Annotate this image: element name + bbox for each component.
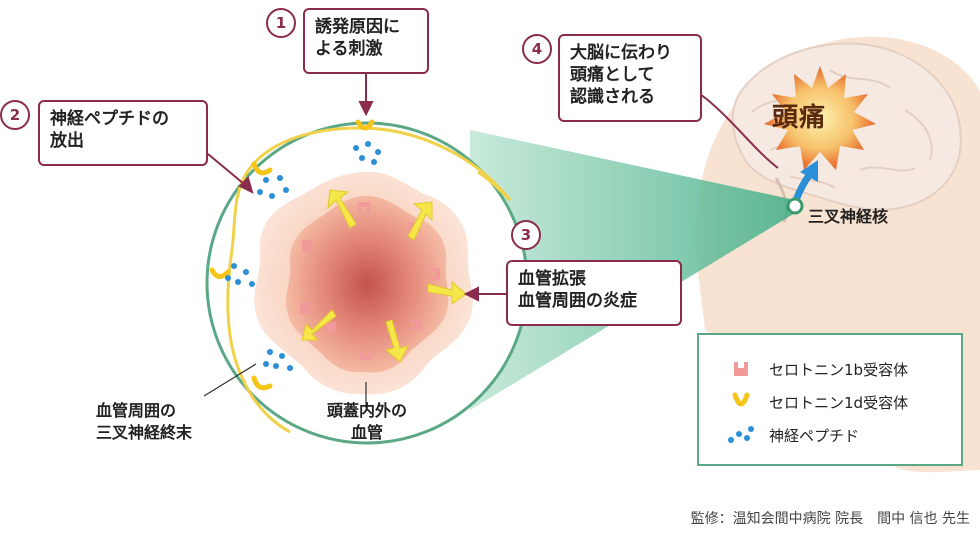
neuropeptide-dots-icon bbox=[727, 424, 755, 446]
callout-line: よる刺激 bbox=[315, 39, 383, 59]
supervisor-credit: 監修：温知会間中病院 院長 間中 信也 先生 bbox=[690, 511, 970, 527]
callout-brain-recognition: 大脳に伝わり 頭痛として 認識される bbox=[558, 34, 702, 122]
step-number-1: 1 bbox=[266, 8, 296, 38]
serotonin-1d-receptor-icon bbox=[727, 391, 755, 413]
legend-item-1b: セロトニン1b受容体 bbox=[727, 357, 908, 381]
legend-item-1d: セロトニン1d受容体 bbox=[727, 390, 908, 414]
serotonin-1b-receptor-icon bbox=[727, 358, 755, 380]
vessel-label-line: 血管 bbox=[350, 423, 383, 442]
step-number-2: 2 bbox=[0, 100, 30, 130]
callout-line: 血管周囲の炎症 bbox=[518, 291, 637, 311]
callout-neuropeptide-release: 神経ペプチドの 放出 bbox=[38, 100, 208, 166]
callout-line: 神経ペプチドの bbox=[50, 109, 169, 129]
headache-label: 頭痛 bbox=[772, 103, 827, 133]
serotonin-1d-receptor-icon bbox=[209, 119, 375, 391]
nerve-ending-label-line: 三叉神経終末 bbox=[96, 423, 193, 442]
trigeminal-nucleus-marker bbox=[786, 197, 804, 215]
legend-text: セロトニン1d受容体 bbox=[769, 393, 909, 412]
callout-vasodilation: 血管拡張 血管周囲の炎症 bbox=[506, 260, 682, 326]
legend-text: 神経ペプチド bbox=[769, 426, 860, 445]
trigeminal-nucleus-label: 三叉神経核 bbox=[808, 207, 889, 226]
callout-line: 頭痛として bbox=[570, 65, 655, 85]
step-number-3: 3 bbox=[511, 220, 541, 250]
step-number-4: 4 bbox=[522, 34, 552, 64]
callout-line: 誘発原因に bbox=[315, 17, 400, 37]
neuropeptide-dots-icon bbox=[225, 141, 381, 371]
nerve-ending-label: 血管周囲の 三叉神経終末 bbox=[96, 400, 192, 444]
legend-box: セロトニン1b受容体 セロトニン1d受容体 神経ペプチド bbox=[697, 333, 963, 466]
vessel-label-line: 頭蓋内外の bbox=[326, 401, 407, 420]
callout-trigger-stimulus: 誘発原因に よる刺激 bbox=[303, 8, 429, 74]
callout-line: 認識される bbox=[570, 87, 655, 107]
nerve-ending-label-line: 血管周囲の bbox=[96, 401, 177, 420]
legend-item-peptide: 神経ペプチド bbox=[727, 423, 859, 447]
trigeminal-nerve-fiber bbox=[477, 170, 512, 202]
callout-line: 放出 bbox=[50, 131, 84, 151]
headache-burst bbox=[764, 66, 876, 170]
vasodilation-arrows bbox=[301, 189, 467, 363]
legend-text: セロトニン1b受容体 bbox=[769, 360, 909, 379]
callout-line: 血管拡張 bbox=[518, 269, 586, 289]
label-leaders bbox=[203, 363, 367, 408]
callout-connectors bbox=[207, 74, 779, 302]
callout-line: 大脳に伝わり bbox=[570, 43, 672, 63]
signal-arrow-icon bbox=[792, 160, 818, 202]
vessel-label: 頭蓋内外の 血管 bbox=[316, 400, 418, 444]
